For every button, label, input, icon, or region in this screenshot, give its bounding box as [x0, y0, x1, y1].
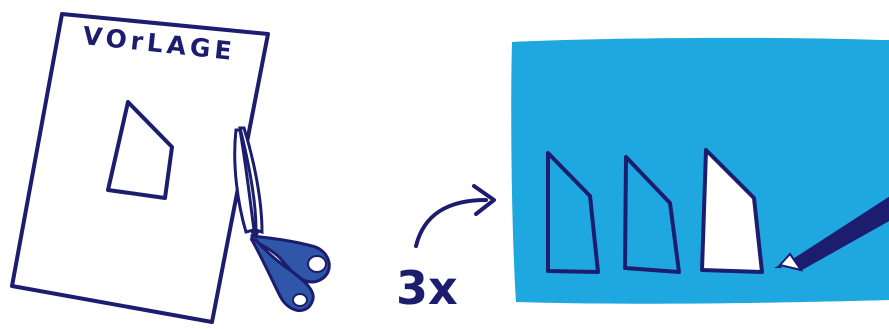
scissors-icon	[235, 128, 330, 311]
curved-arrow-icon	[416, 186, 494, 246]
template-sheet: VOrLAGE	[12, 14, 268, 322]
repeat-count-label: 3x	[396, 261, 458, 315]
